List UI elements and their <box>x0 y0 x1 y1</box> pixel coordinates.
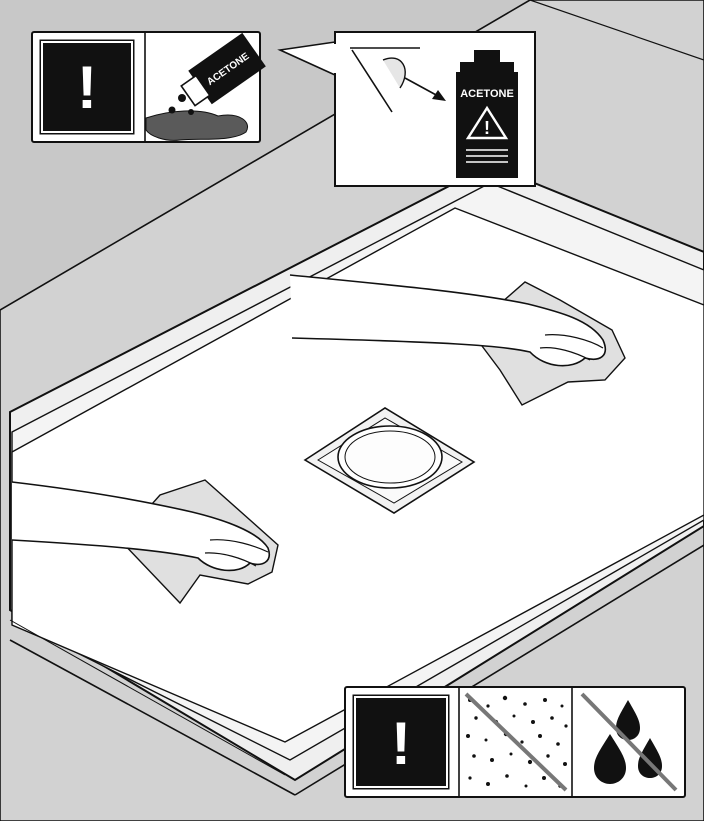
acetone-drop-1 <box>178 94 186 102</box>
bottom-warning-panel: ! <box>345 687 685 797</box>
acetone-warning-panel: ! ACETONE <box>32 32 265 142</box>
can-cap <box>474 50 500 62</box>
hazard-exclamation: ! <box>484 118 490 138</box>
bottom-warning-exclamation-icon: ! <box>391 710 411 777</box>
warning-exclamation-icon: ! <box>77 54 97 121</box>
acetone-drop-3 <box>188 109 194 115</box>
acetone-can-label: ACETONE <box>460 88 514 100</box>
acetone-drop-2 <box>169 107 176 114</box>
acetone-can-icon: ACETONE ! <box>456 50 518 178</box>
spill-puddle <box>146 111 248 140</box>
drain-cover <box>345 431 435 483</box>
can-shoulder <box>460 62 514 72</box>
